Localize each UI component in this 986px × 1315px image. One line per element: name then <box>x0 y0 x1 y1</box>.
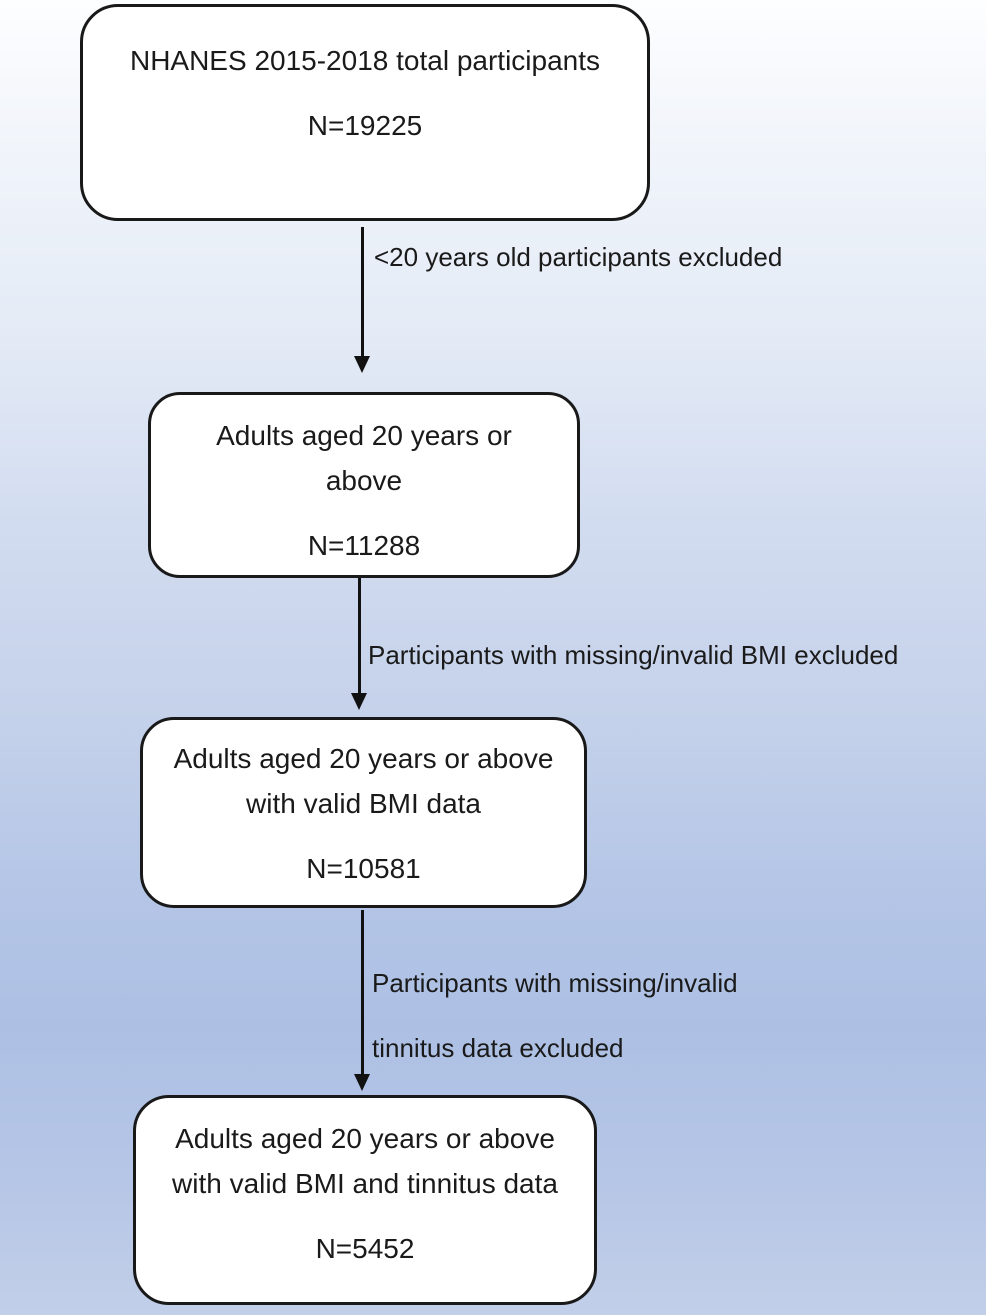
node-title: Adults aged 20 years or above <box>173 743 554 774</box>
down-arrow-head-icon-2 <box>351 693 367 710</box>
edge-label-line: Participants with missing/invalid <box>372 968 738 998</box>
node-count: N=10581 <box>306 853 421 884</box>
edge-label-tinnitus-exclusion: Participants with missing/invalid tinnit… <box>372 966 738 1065</box>
edge-label-line: <20 years old participants excluded <box>374 242 783 272</box>
node-title: Adults aged 20 years or above <box>175 1123 555 1154</box>
edge-label-line: tinnitus data excluded <box>372 1033 624 1063</box>
down-arrow-line-2 <box>358 578 361 694</box>
node-title: Adults aged 20 years or <box>216 420 512 451</box>
down-arrow-line-3 <box>361 910 364 1075</box>
flow-node-adults-valid-bmi-tinnitus: Adults aged 20 years or above with valid… <box>133 1095 597 1305</box>
down-arrow-head-icon-1 <box>354 356 370 373</box>
node-title: with valid BMI and tinnitus data <box>172 1168 558 1199</box>
node-count: N=5452 <box>315 1233 415 1264</box>
flow-node-adults-valid-bmi: Adults aged 20 years or above with valid… <box>140 717 587 908</box>
flow-node-total-participants: NHANES 2015-2018 total participants N=19… <box>80 4 650 221</box>
down-arrow-head-icon-3 <box>354 1074 370 1091</box>
node-count: N=11288 <box>307 530 421 561</box>
edge-label-line: Participants with missing/invalid BMI ex… <box>368 640 899 670</box>
node-title: above <box>325 465 403 496</box>
node-title: with valid BMI data <box>246 788 481 819</box>
node-title: NHANES 2015-2018 total participants <box>129 45 601 76</box>
node-count: N=19225 <box>307 110 423 141</box>
down-arrow-line-1 <box>361 227 364 357</box>
edge-label-age-exclusion: <20 years old participants excluded <box>374 240 782 274</box>
flow-node-adults-20-or-above: Adults aged 20 years or above N=11288 <box>148 392 580 578</box>
edge-label-bmi-exclusion: Participants with missing/invalid BMI ex… <box>368 638 898 672</box>
